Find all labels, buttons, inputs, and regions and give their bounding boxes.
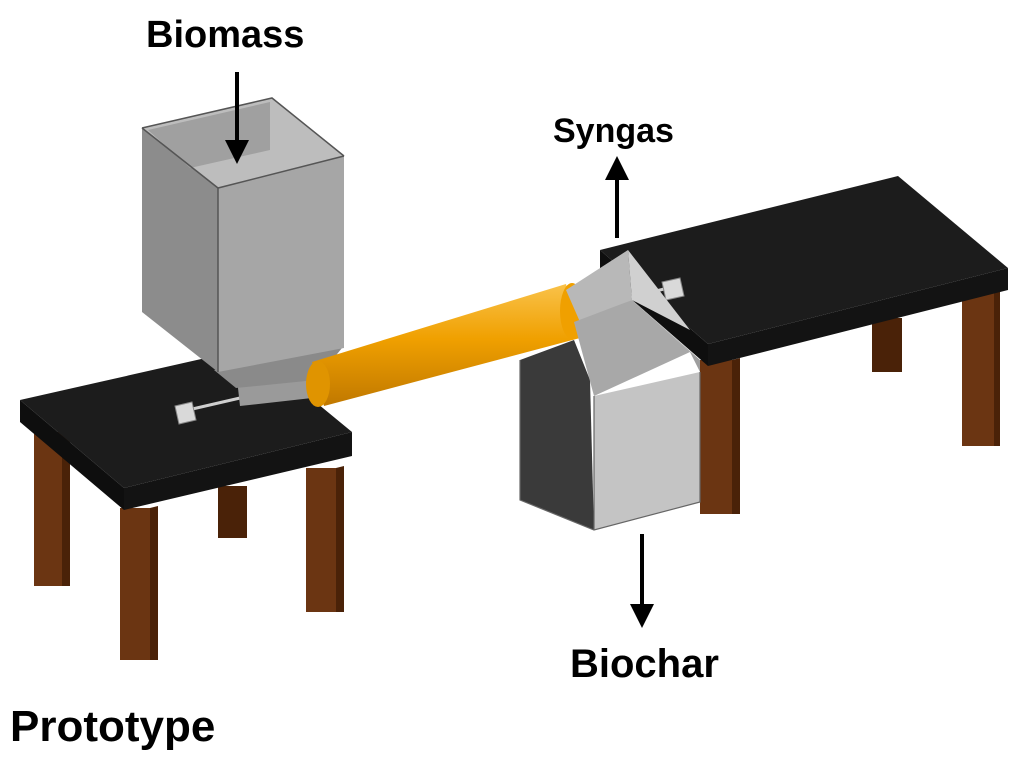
left-table-edge-side — [124, 432, 352, 510]
left-table-leg-front-mid-shade — [150, 506, 158, 660]
right-table-leg-front — [700, 360, 732, 514]
left-table-leg-back-far — [306, 468, 336, 612]
left-table-leg-back-right — [218, 486, 247, 538]
right-table-leg-back-right — [962, 290, 994, 446]
right-table-leg-back-right-shade — [994, 288, 1000, 446]
left-table-leg-front-left — [34, 432, 62, 586]
collector-front-dark — [520, 340, 594, 530]
tube-left-end — [306, 361, 330, 407]
biochar-collector — [519, 250, 701, 531]
collector-front-lower — [594, 372, 700, 530]
biomass-label: Biomass — [146, 14, 305, 56]
tube-body — [312, 284, 580, 406]
biochar-label: Biochar — [570, 642, 719, 686]
prototype-title: Prototype — [10, 702, 216, 751]
collector-wedge-side — [628, 250, 690, 330]
biomass-hopper — [141, 97, 345, 406]
left-table-leg-back-far-shade — [336, 466, 344, 612]
hopper-front — [142, 128, 218, 372]
left-bracket — [174, 401, 197, 425]
right-table-edge-front — [708, 268, 1008, 366]
collector-wedge-top — [566, 250, 632, 322]
right-table-top — [600, 176, 1008, 344]
left-table-leg-front-left-shade — [62, 432, 70, 586]
right-table-leg-front-shade — [732, 358, 740, 514]
right-table-leg-back-left — [872, 318, 902, 372]
left-table-edge-front — [20, 400, 124, 510]
hopper-side — [218, 156, 344, 372]
syngas-label: Syngas — [553, 112, 674, 150]
left-table-leg-front-mid — [120, 508, 150, 660]
right-bracket — [661, 277, 685, 301]
left-shaft — [187, 396, 241, 412]
collector-front — [574, 300, 690, 396]
